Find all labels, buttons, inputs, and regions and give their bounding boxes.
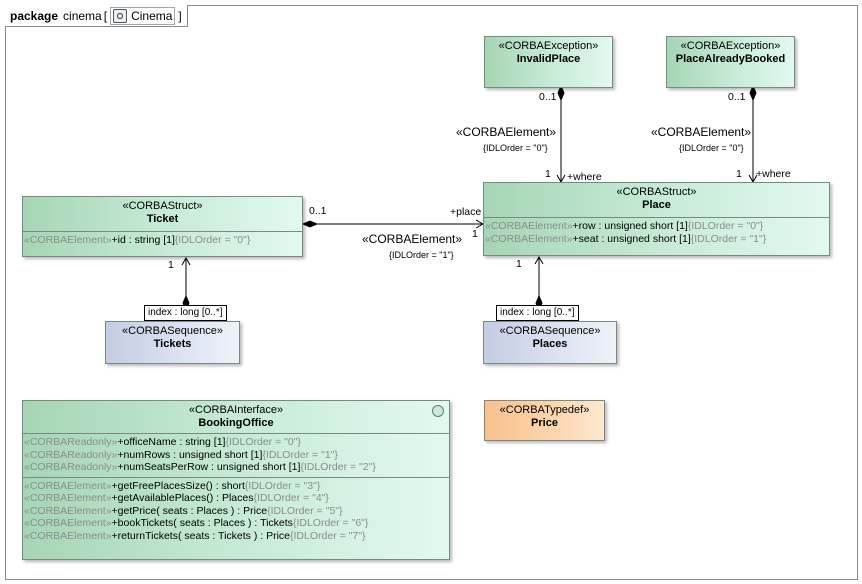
- bracket-open: [: [103, 8, 108, 23]
- stereotype: «CORBAInterface»: [188, 404, 284, 416]
- class-placealreadybooked[interactable]: «CORBAException» PlaceAlreadyBooked: [666, 36, 795, 88]
- multiplicity-label: 0..1: [309, 205, 327, 217]
- attribute-compartment: «CORBAReadonly»+officeName : string [1]{…: [23, 433, 449, 477]
- stereotype: «CORBAStruct»: [616, 186, 697, 198]
- operation-compartment: «CORBAElement»+getFreePlacesSize() : sho…: [23, 476, 449, 546]
- operation-row[interactable]: «CORBAElement»+bookTickets( seats : Plac…: [24, 517, 369, 529]
- package-keyword: package: [10, 8, 59, 23]
- diamond-ticket: [301, 220, 319, 228]
- class-invalidplace[interactable]: «CORBAException» InvalidPlace: [484, 36, 613, 88]
- assoc-stereotype: «CORBAElement»: [456, 125, 557, 139]
- role-label: +place: [450, 206, 482, 218]
- attribute-row[interactable]: «CORBAReadonly»+officeName : string [1]{…: [24, 436, 301, 448]
- class-name: InvalidPlace: [516, 53, 581, 65]
- stereotype: «CORBATypedef»: [499, 404, 590, 416]
- operation-row[interactable]: «CORBAElement»+returnTickets( seats : Ti…: [24, 529, 366, 542]
- role-label: +where: [567, 171, 602, 183]
- attribute-row[interactable]: «CORBAReadonly»+numRows : unsigned short…: [24, 448, 338, 461]
- class-place[interactable]: «CORBAStruct» Place «CORBAElement»+row :…: [483, 182, 830, 256]
- class-name: Ticket: [146, 213, 179, 225]
- assoc-tag: {IDLOrder = "0"}: [679, 143, 744, 153]
- package-name: cinema: [63, 8, 102, 23]
- attribute-row[interactable]: «CORBAElement»+row : unsigned short [1]{…: [485, 220, 764, 232]
- multiplicity-label: 0..1: [728, 91, 746, 103]
- arrow-place-seq: [534, 255, 544, 265]
- stereotype: «CORBAException»: [498, 40, 599, 52]
- diagram-name: Cinema: [131, 8, 173, 23]
- stereotype: «CORBAStruct»: [122, 200, 203, 212]
- diagram-link[interactable]: Cinema: [110, 6, 176, 25]
- assoc-tag: {IDLOrder = "1"}: [389, 250, 454, 260]
- active-class-circle-icon: [432, 405, 444, 417]
- bracket-close: ]: [178, 8, 182, 23]
- operation-row[interactable]: «CORBAElement»+getPrice( seats : Places …: [24, 504, 343, 517]
- arrow-ticket: [181, 256, 191, 266]
- class-name: Price: [531, 417, 558, 429]
- class-ticket[interactable]: «CORBAStruct» Ticket «CORBAElement»+id :…: [22, 196, 303, 257]
- class-places[interactable]: «CORBASequence» Places: [483, 321, 617, 364]
- attribute-row[interactable]: «CORBAElement»+seat : unsigned short [1]…: [485, 232, 767, 245]
- attribute-compartment: «CORBAElement»+row : unsigned short [1]{…: [484, 217, 829, 248]
- class-name: PlaceAlreadyBooked: [675, 53, 786, 65]
- multiplicity-label: 1: [516, 258, 522, 270]
- package-tab: package cinema [ Cinema ]: [5, 5, 188, 27]
- attribute-row[interactable]: «CORBAReadonly»+numSeatsPerRow : unsigne…: [24, 461, 376, 473]
- class-name: BookingOffice: [198, 417, 274, 429]
- class-name: Tickets: [153, 338, 192, 350]
- stereotype: «CORBAException»: [680, 40, 781, 52]
- diamond-invalidplace: [557, 84, 565, 102]
- qualifier-places: index : long [0..*]: [496, 305, 579, 321]
- multiplicity-label: 1: [472, 228, 478, 240]
- multiplicity-label: 0..1: [539, 91, 557, 103]
- qualifier-tickets: index : long [0..*]: [144, 305, 227, 321]
- class-price[interactable]: «CORBATypedef» Price: [484, 400, 605, 441]
- diagram-icon: [113, 8, 128, 23]
- assoc-tag: {IDLOrder = "0"}: [483, 143, 548, 153]
- multiplicity-label: 1: [736, 168, 742, 180]
- class-name: Place: [642, 199, 671, 211]
- class-name: Places: [532, 338, 568, 350]
- multiplicity-label: 1: [168, 259, 174, 271]
- operation-row[interactable]: «CORBAElement»+getFreePlacesSize() : sho…: [24, 479, 321, 492]
- class-tickets[interactable]: «CORBASequence» Tickets: [105, 321, 240, 364]
- assoc-stereotype: «CORBAElement»: [362, 232, 463, 246]
- operation-row[interactable]: «CORBAElement»+getAvailablePlaces() : Pl…: [24, 492, 329, 504]
- role-label: +where: [756, 168, 791, 180]
- attribute-compartment: «CORBAElement»+id : string [1]{IDLOrder …: [23, 231, 302, 250]
- class-bookingoffice[interactable]: «CORBAInterface» BookingOffice «CORBARea…: [22, 400, 450, 560]
- attribute-row[interactable]: «CORBAElement»+id : string [1]{IDLOrder …: [24, 234, 251, 246]
- stereotype: «CORBASequence»: [122, 325, 223, 337]
- multiplicity-label: 1: [545, 168, 551, 180]
- package-frame: [5, 5, 858, 580]
- diamond-booked: [749, 84, 757, 102]
- assoc-stereotype: «CORBAElement»: [651, 125, 752, 139]
- stereotype: «CORBASequence»: [499, 325, 601, 337]
